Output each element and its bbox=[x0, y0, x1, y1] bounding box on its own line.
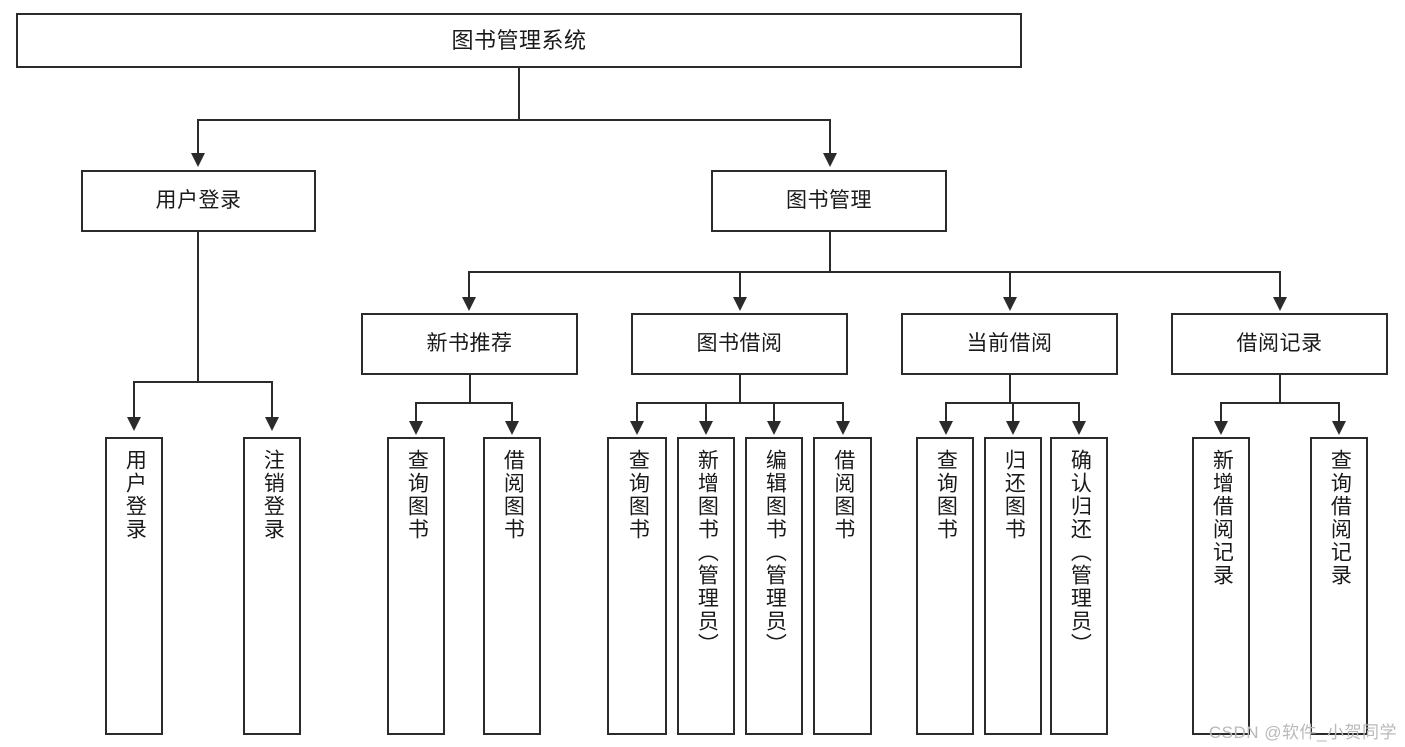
connector-bb-leaf-1 bbox=[636, 402, 638, 424]
node-label: 借阅图书 bbox=[831, 449, 855, 541]
node-label: 借阅图书 bbox=[501, 449, 525, 541]
connector-root-stem bbox=[518, 68, 520, 120]
connector-borrow-record-bus bbox=[1220, 402, 1339, 404]
connector-bb-leaf-4 bbox=[842, 402, 844, 424]
connector-to-book-borrow bbox=[739, 271, 741, 299]
connector-to-new-book-recommend bbox=[468, 271, 470, 299]
node-label: 确认归还（管理员） bbox=[1068, 449, 1092, 656]
connector-borrow-record-stem bbox=[1279, 375, 1281, 403]
connector-book-management-stem bbox=[829, 232, 831, 272]
leaf-bb-edit-book-admin[interactable]: 编辑图书（管理员） bbox=[745, 437, 803, 735]
connector-bb-leaf-3 bbox=[773, 402, 775, 424]
connector-user-login-bus bbox=[133, 381, 271, 383]
leaf-bb-add-book-admin[interactable]: 新增图书（管理员） bbox=[677, 437, 735, 735]
arrowhead-br-leaf-2 bbox=[1332, 421, 1346, 435]
node-user-login[interactable]: 用户登录 bbox=[81, 170, 316, 232]
arrowhead-cb-leaf-2 bbox=[1006, 421, 1020, 435]
connector-nbr-leaf-2 bbox=[511, 402, 513, 424]
node-label: 用户登录 bbox=[155, 188, 242, 212]
connector-bb-leaf-2 bbox=[705, 402, 707, 424]
connector-book-borrow-bus bbox=[636, 402, 844, 404]
connector-cb-leaf-3 bbox=[1078, 402, 1080, 424]
leaf-cb-confirm-return-admin[interactable]: 确认归还（管理员） bbox=[1050, 437, 1108, 735]
leaf-bb-borrow-book[interactable]: 借阅图书 bbox=[813, 437, 872, 735]
node-new-book-recommend[interactable]: 新书推荐 bbox=[361, 313, 578, 375]
node-borrow-record[interactable]: 借阅记录 bbox=[1171, 313, 1388, 375]
connector-user-login-leaf-2 bbox=[271, 381, 273, 419]
arrowhead-bb-leaf-4 bbox=[836, 421, 850, 435]
arrowhead-nbr-leaf-1 bbox=[409, 421, 423, 435]
leaf-br-add-record[interactable]: 新增借阅记录 bbox=[1192, 437, 1250, 735]
connector-cb-leaf-2 bbox=[1012, 402, 1014, 424]
arrowhead-to-new-book-recommend bbox=[462, 297, 476, 311]
node-label: 图书管理 bbox=[786, 188, 872, 212]
node-label: 借阅记录 bbox=[1236, 331, 1323, 355]
node-label: 图书借阅 bbox=[696, 331, 783, 355]
leaf-cb-return-book[interactable]: 归还图书 bbox=[984, 437, 1042, 735]
node-label: 归还图书 bbox=[1002, 449, 1026, 541]
connector-root-bus bbox=[197, 119, 831, 121]
connector-book-borrow-stem bbox=[739, 375, 741, 403]
connector-root-to-user-login bbox=[197, 119, 199, 155]
connector-to-borrow-record bbox=[1279, 271, 1281, 299]
node-label: 注销登录 bbox=[261, 449, 285, 541]
arrowhead-to-book-borrow bbox=[733, 297, 747, 311]
arrowhead-bb-leaf-3 bbox=[767, 421, 781, 435]
arrowhead-br-leaf-1 bbox=[1214, 421, 1228, 435]
node-label: 新增借阅记录 bbox=[1210, 449, 1234, 587]
leaf-bb-query-book[interactable]: 查询图书 bbox=[607, 437, 667, 735]
arrowhead-nbr-leaf-2 bbox=[505, 421, 519, 435]
leaf-cb-query-book[interactable]: 查询图书 bbox=[916, 437, 974, 735]
node-label: 查询借阅记录 bbox=[1328, 449, 1352, 587]
node-label: 编辑图书（管理员） bbox=[763, 449, 787, 656]
connector-br-leaf-2 bbox=[1338, 402, 1340, 424]
connector-new-book-recommend-bus bbox=[415, 402, 513, 404]
connector-to-current-borrow bbox=[1009, 271, 1011, 299]
arrowhead-cb-leaf-3 bbox=[1072, 421, 1086, 435]
arrowhead-to-book-management bbox=[823, 153, 837, 167]
connector-current-borrow-stem bbox=[1009, 375, 1011, 403]
node-label: 查询图书 bbox=[626, 449, 650, 541]
connector-new-book-recommend-stem bbox=[469, 375, 471, 403]
node-root-book-management-system[interactable]: 图书管理系统 bbox=[16, 13, 1022, 68]
arrowhead-to-current-borrow bbox=[1003, 297, 1017, 311]
connector-user-login-stem bbox=[197, 232, 199, 382]
connector-cb-leaf-1 bbox=[945, 402, 947, 424]
leaf-user-login[interactable]: 用户登录 bbox=[105, 437, 163, 735]
arrowhead-bb-leaf-1 bbox=[630, 421, 644, 435]
node-label: 新增图书（管理员） bbox=[695, 449, 719, 656]
csdn-watermark: CSDN @软件_小贺同学 bbox=[1208, 723, 1397, 742]
arrowhead-user-login-leaf-2 bbox=[265, 417, 279, 431]
node-label: 图书管理系统 bbox=[451, 27, 587, 53]
arrowhead-user-login-leaf-1 bbox=[127, 417, 141, 431]
node-label: 查询图书 bbox=[405, 449, 429, 541]
connector-nbr-leaf-1 bbox=[415, 402, 417, 424]
node-label: 用户登录 bbox=[123, 449, 147, 541]
leaf-nbr-borrow-book[interactable]: 借阅图书 bbox=[483, 437, 541, 735]
leaf-logout[interactable]: 注销登录 bbox=[243, 437, 301, 735]
node-label: 当前借阅 bbox=[966, 331, 1053, 355]
arrowhead-to-user-login bbox=[191, 153, 205, 167]
node-current-borrow[interactable]: 当前借阅 bbox=[901, 313, 1118, 375]
node-label: 查询图书 bbox=[934, 449, 958, 541]
connector-user-login-leaf-1 bbox=[133, 381, 135, 419]
connector-root-to-book-management bbox=[829, 119, 831, 155]
leaf-br-query-record[interactable]: 查询借阅记录 bbox=[1310, 437, 1368, 735]
node-book-management[interactable]: 图书管理 bbox=[711, 170, 947, 232]
leaf-nbr-query-book[interactable]: 查询图书 bbox=[387, 437, 445, 735]
arrowhead-cb-leaf-1 bbox=[939, 421, 953, 435]
arrowhead-bb-leaf-2 bbox=[699, 421, 713, 435]
node-book-borrow[interactable]: 图书借阅 bbox=[631, 313, 848, 375]
connector-br-leaf-1 bbox=[1220, 402, 1222, 424]
arrowhead-to-borrow-record bbox=[1273, 297, 1287, 311]
connector-book-management-bus bbox=[468, 271, 1280, 273]
node-label: 新书推荐 bbox=[426, 331, 513, 355]
